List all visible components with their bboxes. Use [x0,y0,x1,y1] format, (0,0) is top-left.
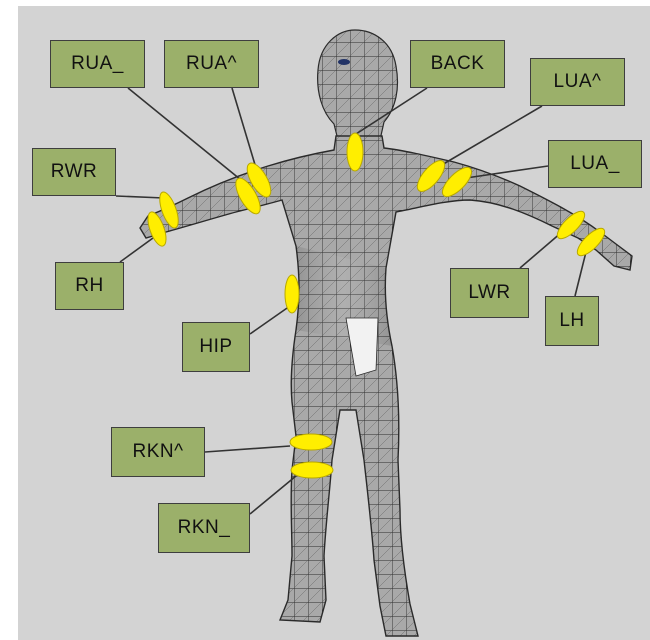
leader-line-rkn-upper [205,446,290,452]
leader-line-lua-upper [440,106,542,166]
label-rkn-upper: RKN^ [111,427,205,477]
label-rh: RH [55,262,124,310]
leader-line-lh [575,252,586,296]
figure-head [318,30,398,145]
sensor-marker-rkn-lower [291,462,333,478]
label-back: BACK [410,40,505,88]
sensor-marker-back [347,133,363,171]
label-rwr: RWR [32,148,116,196]
label-rkn-lower: RKN_ [158,503,250,553]
figure-body [140,136,632,636]
leader-line-hip [250,306,290,334]
leader-line-rua-upper [232,88,256,168]
sensor-marker-rkn-upper [290,434,332,450]
label-rua-upper: RUA^ [164,40,259,88]
label-hip: HIP [182,322,250,372]
figure-eye [338,59,350,65]
leader-line-rua-lower [128,88,246,184]
label-lua-upper: LUA^ [530,58,625,106]
leader-line-rwr [116,196,164,198]
sensor-marker-hip [285,275,299,313]
leader-line-lwr [520,232,562,268]
label-lh: LH [545,296,599,346]
label-lwr: LWR [450,268,529,318]
leader-line-rkn-lower [250,476,296,514]
label-lua-lower: LUA_ [548,140,642,188]
leader-line-rh [120,238,153,262]
label-rua-lower: RUA_ [50,40,145,88]
